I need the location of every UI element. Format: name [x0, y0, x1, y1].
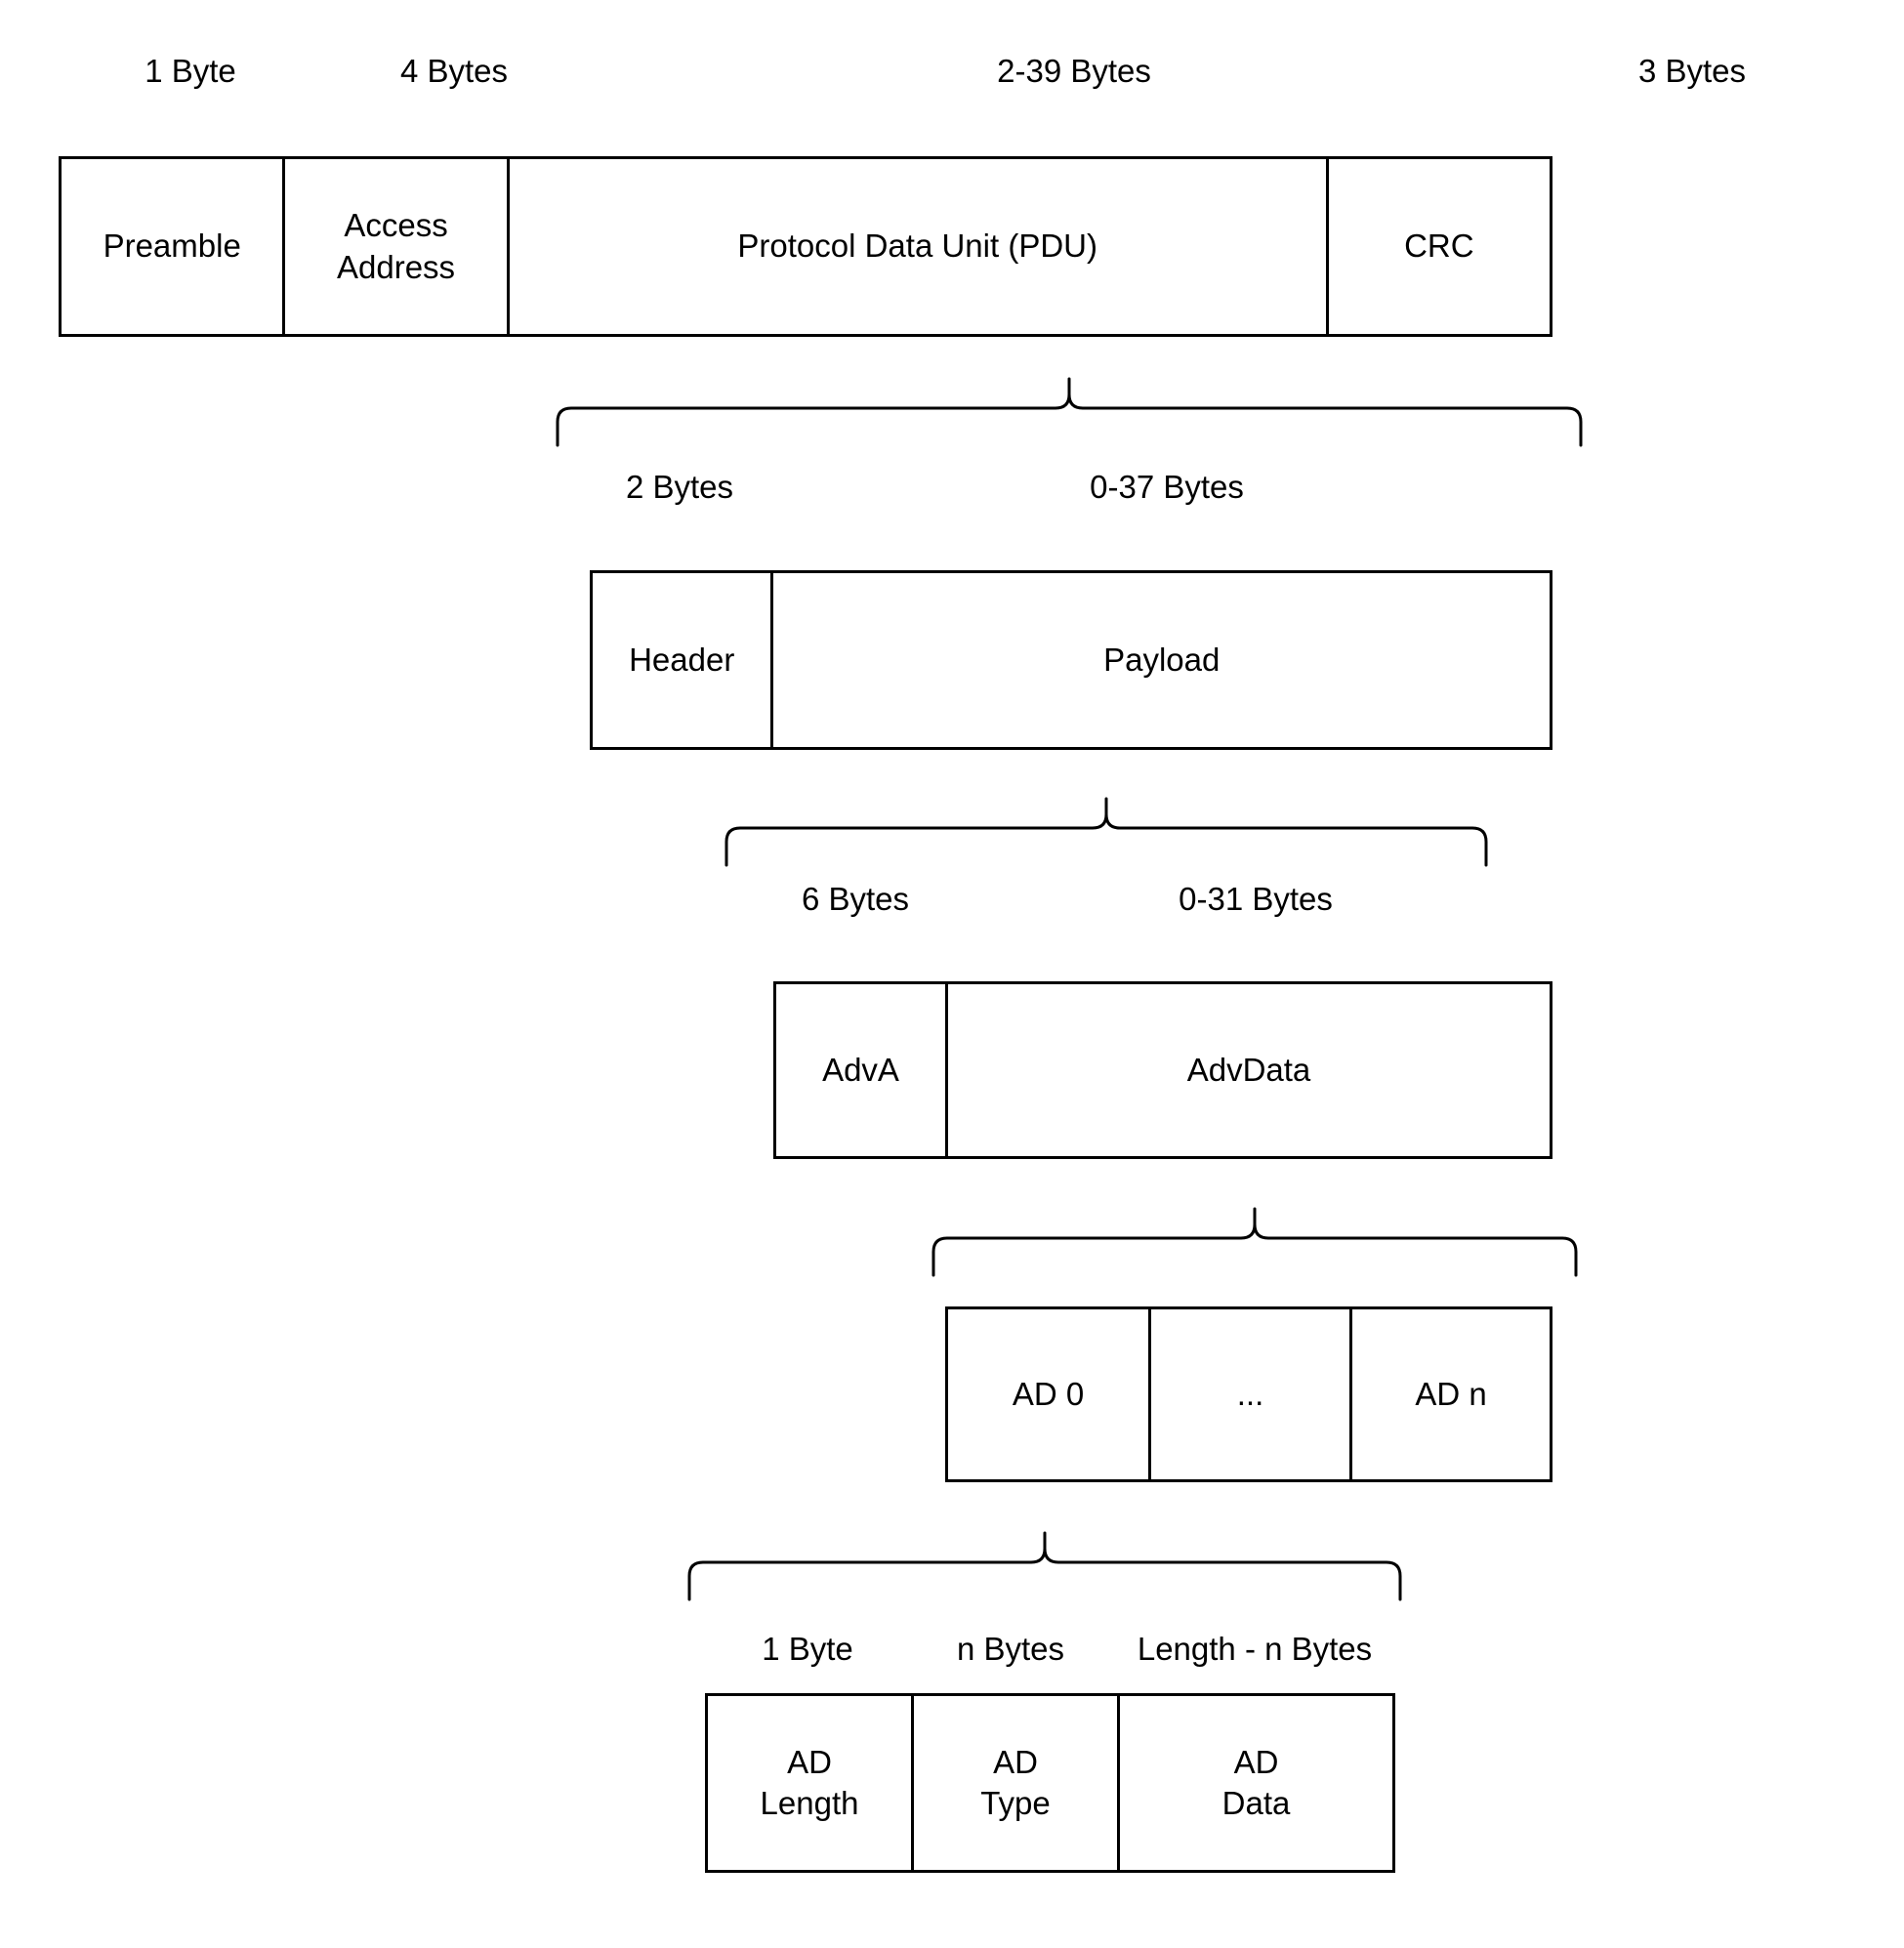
brace-payload-expansion: [721, 797, 1492, 867]
row-advdata: AD 0 ... AD n: [945, 1306, 1552, 1482]
size-label-ad-data: Length - n Bytes: [1137, 1631, 1373, 1667]
field-ad-length[interactable]: AD Length: [708, 1696, 914, 1870]
row-pdu: Header Payload: [590, 570, 1552, 750]
field-preamble[interactable]: Preamble: [62, 159, 286, 334]
size-label-ad-type: n Bytes: [956, 1631, 1065, 1667]
field-ad-ellipsis[interactable]: ...: [1151, 1309, 1352, 1479]
field-header[interactable]: Header: [593, 573, 774, 747]
field-payload[interactable]: Payload: [773, 573, 1550, 747]
row-link-layer-packet: Preamble Access Address Protocol Data Un…: [59, 156, 1552, 337]
size-label-header: 2 Bytes: [625, 469, 734, 505]
row-payload: AdvA AdvData: [773, 981, 1552, 1159]
field-pdu[interactable]: Protocol Data Unit (PDU): [509, 159, 1329, 334]
size-label-adva: 6 Bytes: [801, 881, 910, 917]
field-ad-n[interactable]: AD n: [1352, 1309, 1550, 1479]
size-label-crc: 3 Bytes: [1637, 53, 1747, 89]
size-label-pdu: 2-39 Bytes: [997, 53, 1151, 89]
brace-pdu-expansion: [552, 377, 1587, 447]
field-adva[interactable]: AdvA: [776, 984, 948, 1156]
size-label-advdata: 0-31 Bytes: [1179, 881, 1333, 917]
field-ad-data[interactable]: AD Data: [1120, 1696, 1392, 1870]
size-label-ad-length: 1 Byte: [762, 1631, 853, 1667]
field-access-address[interactable]: Access Address: [285, 159, 510, 334]
brace-advdata-expansion: [928, 1207, 1582, 1277]
size-label-access-address: 4 Bytes: [399, 53, 509, 89]
size-label-preamble: 1 Byte: [145, 53, 236, 89]
field-ad-type[interactable]: AD Type: [914, 1696, 1120, 1870]
field-advdata[interactable]: AdvData: [948, 984, 1550, 1156]
brace-ad-expansion: [683, 1531, 1406, 1601]
field-ad-0[interactable]: AD 0: [948, 1309, 1151, 1479]
row-ad-structure: AD Length AD Type AD Data: [705, 1693, 1395, 1873]
field-crc[interactable]: CRC: [1328, 159, 1550, 334]
size-label-payload: 0-37 Bytes: [1090, 469, 1244, 505]
